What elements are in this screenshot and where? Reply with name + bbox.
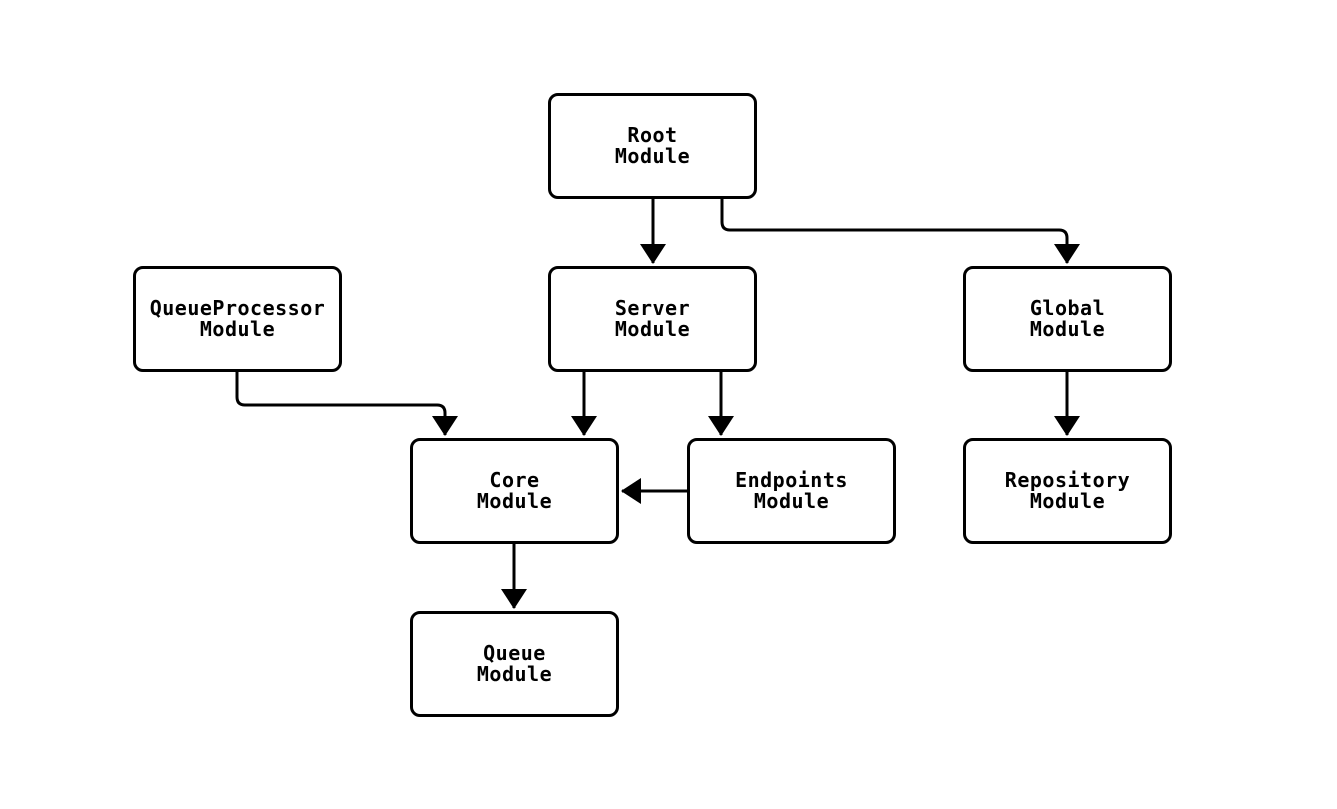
node-server-module: Server Module (548, 266, 757, 372)
node-root-module-label: Root Module (614, 123, 691, 168)
node-queue-module-label: Queue Module (476, 641, 553, 686)
edge-root-to-global (720, 199, 1080, 264)
node-server-module-label: Server Module (614, 296, 691, 341)
node-endpoints-module: Endpoints Module (687, 438, 896, 544)
node-global-module-label: Global Module (1029, 296, 1106, 341)
node-queueprocessor-module-label: QueueProcessor Module (149, 296, 326, 341)
node-core-module: Core Module (410, 438, 619, 544)
node-queueprocessor-module: QueueProcessor Module (133, 266, 342, 372)
node-root-module: Root Module (548, 93, 757, 199)
node-repository-module-label: Repository Module (1004, 468, 1131, 513)
node-queue-module: Queue Module (410, 611, 619, 717)
node-core-module-label: Core Module (476, 468, 553, 513)
node-endpoints-module-label: Endpoints Module (735, 468, 848, 513)
node-repository-module: Repository Module (963, 438, 1172, 544)
edge-queueprocessor-to-core (235, 372, 458, 436)
node-global-module: Global Module (963, 266, 1172, 372)
